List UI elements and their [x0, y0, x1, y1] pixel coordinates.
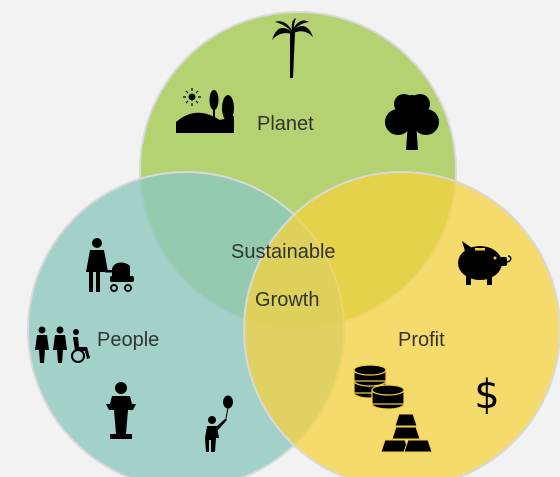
coins-icon [353, 364, 405, 410]
people-label: People [97, 329, 160, 351]
child-with-balloon-icon [205, 395, 233, 452]
planet-label: Planet [257, 113, 314, 135]
profit-label: Profit [398, 329, 445, 351]
tree-icon [385, 94, 439, 150]
piggy-bank-icon [458, 241, 512, 285]
parent-with-stroller-icon [86, 238, 134, 292]
speaker-podium-icon [106, 382, 136, 439]
landscape-icon [176, 88, 234, 133]
palm-tree-icon [272, 18, 313, 78]
dollar-icon: $ [474, 372, 499, 418]
center-label-line2: Growth [255, 289, 320, 311]
gold-bars-icon [380, 413, 433, 453]
svg-text:$: $ [474, 372, 499, 418]
center-label-line1: Sustainable [231, 241, 336, 263]
family-accessibility-icon [35, 326, 90, 363]
